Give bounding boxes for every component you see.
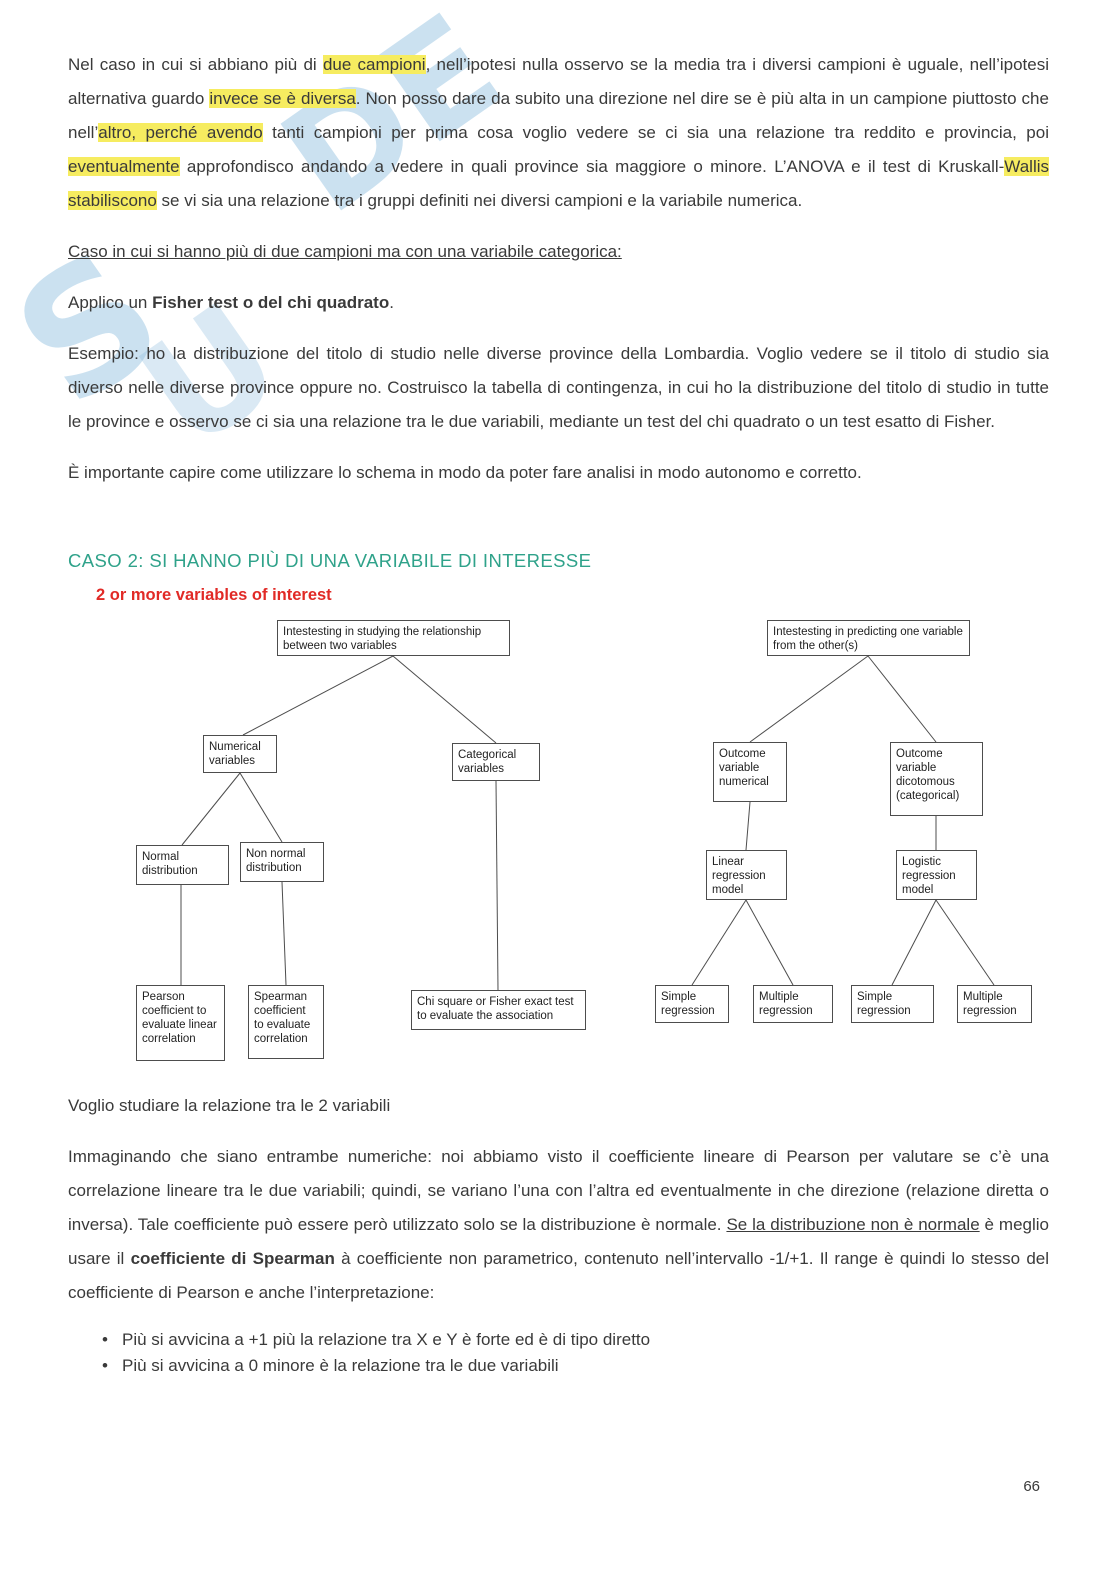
section-heading-caso2: CASO 2: SI HANNO PIÙ DI UNA VARIABILE DI… (68, 550, 592, 571)
bullet-item-zero: Più si avvicina a 0 minore è la relazion… (100, 1353, 1049, 1379)
paragraph-applico-fisher: Applico un Fisher test o del chi quadrat… (68, 293, 394, 312)
node-linear-regression: Linear regression model (706, 850, 787, 900)
node-categorical-variables: Categorical variables (452, 743, 540, 781)
node-outcome-dicotomous: Outcome variable dicotomous (categorical… (890, 742, 983, 816)
flowchart-diagram: Intestesting in studying the relationshi… (0, 613, 1116, 1083)
node-outcome-numerical: Outcome variable numerical (713, 742, 787, 802)
page-number: 66 (1023, 1478, 1040, 1495)
node-spearman-coefficient: Spearman coefficient to evaluate correla… (248, 985, 324, 1059)
node-normal-distribution: Normal distribution (136, 845, 229, 885)
node-non-normal-distribution: Non normal distribution (240, 842, 324, 882)
bullet-item-plus-one: Più si avvicina a +1 più la relazione tr… (100, 1327, 1049, 1353)
underlined-heading-text: Caso in cui si hanno più di due campioni… (68, 242, 622, 261)
node-multiple-regression-2: Multiple regression (957, 985, 1032, 1023)
node-pearson-coefficient: Pearson coefficient to evaluate linear c… (136, 985, 225, 1061)
node-simple-regression-1: Simple regression (655, 985, 729, 1023)
node-predicting-root: Intestesting in predicting one variable … (767, 620, 970, 656)
heading-two-samples-categorical: Caso in cui si hanno più di due campioni… (68, 235, 1049, 269)
paragraph-esempio-lombardia: Esempio: ho la distribuzione del titolo … (68, 344, 1049, 431)
node-multiple-regression-1: Multiple regression (753, 985, 833, 1023)
bullet-list: Più si avvicina a +1 più la relazione tr… (100, 1327, 1049, 1379)
paragraph-pearson-spearman: Immaginando che siano entrambe numeriche… (68, 1147, 1050, 1302)
node-simple-regression-2: Simple regression (851, 985, 934, 1023)
note-2-or-more-variables: 2 or more variables of interest (96, 586, 332, 604)
flowchart-connectors (180, 655, 995, 991)
node-relationship-root: Intestesting in studying the relationshi… (277, 620, 510, 656)
node-chi-square-fisher: Chi square or Fisher exact test to evalu… (411, 990, 586, 1030)
node-logistic-regression: Logistic regression model (896, 850, 977, 900)
paragraph-voglio-studiare: Voglio studiare la relazione tra le 2 va… (68, 1096, 391, 1115)
node-numerical-variables: Numerical variables (203, 735, 277, 773)
paragraph-anova-kruskall: Nel caso in cui si abbiano più di due ca… (68, 55, 1049, 210)
paragraph-importante: È importante capire come utilizzare lo s… (68, 463, 862, 482)
